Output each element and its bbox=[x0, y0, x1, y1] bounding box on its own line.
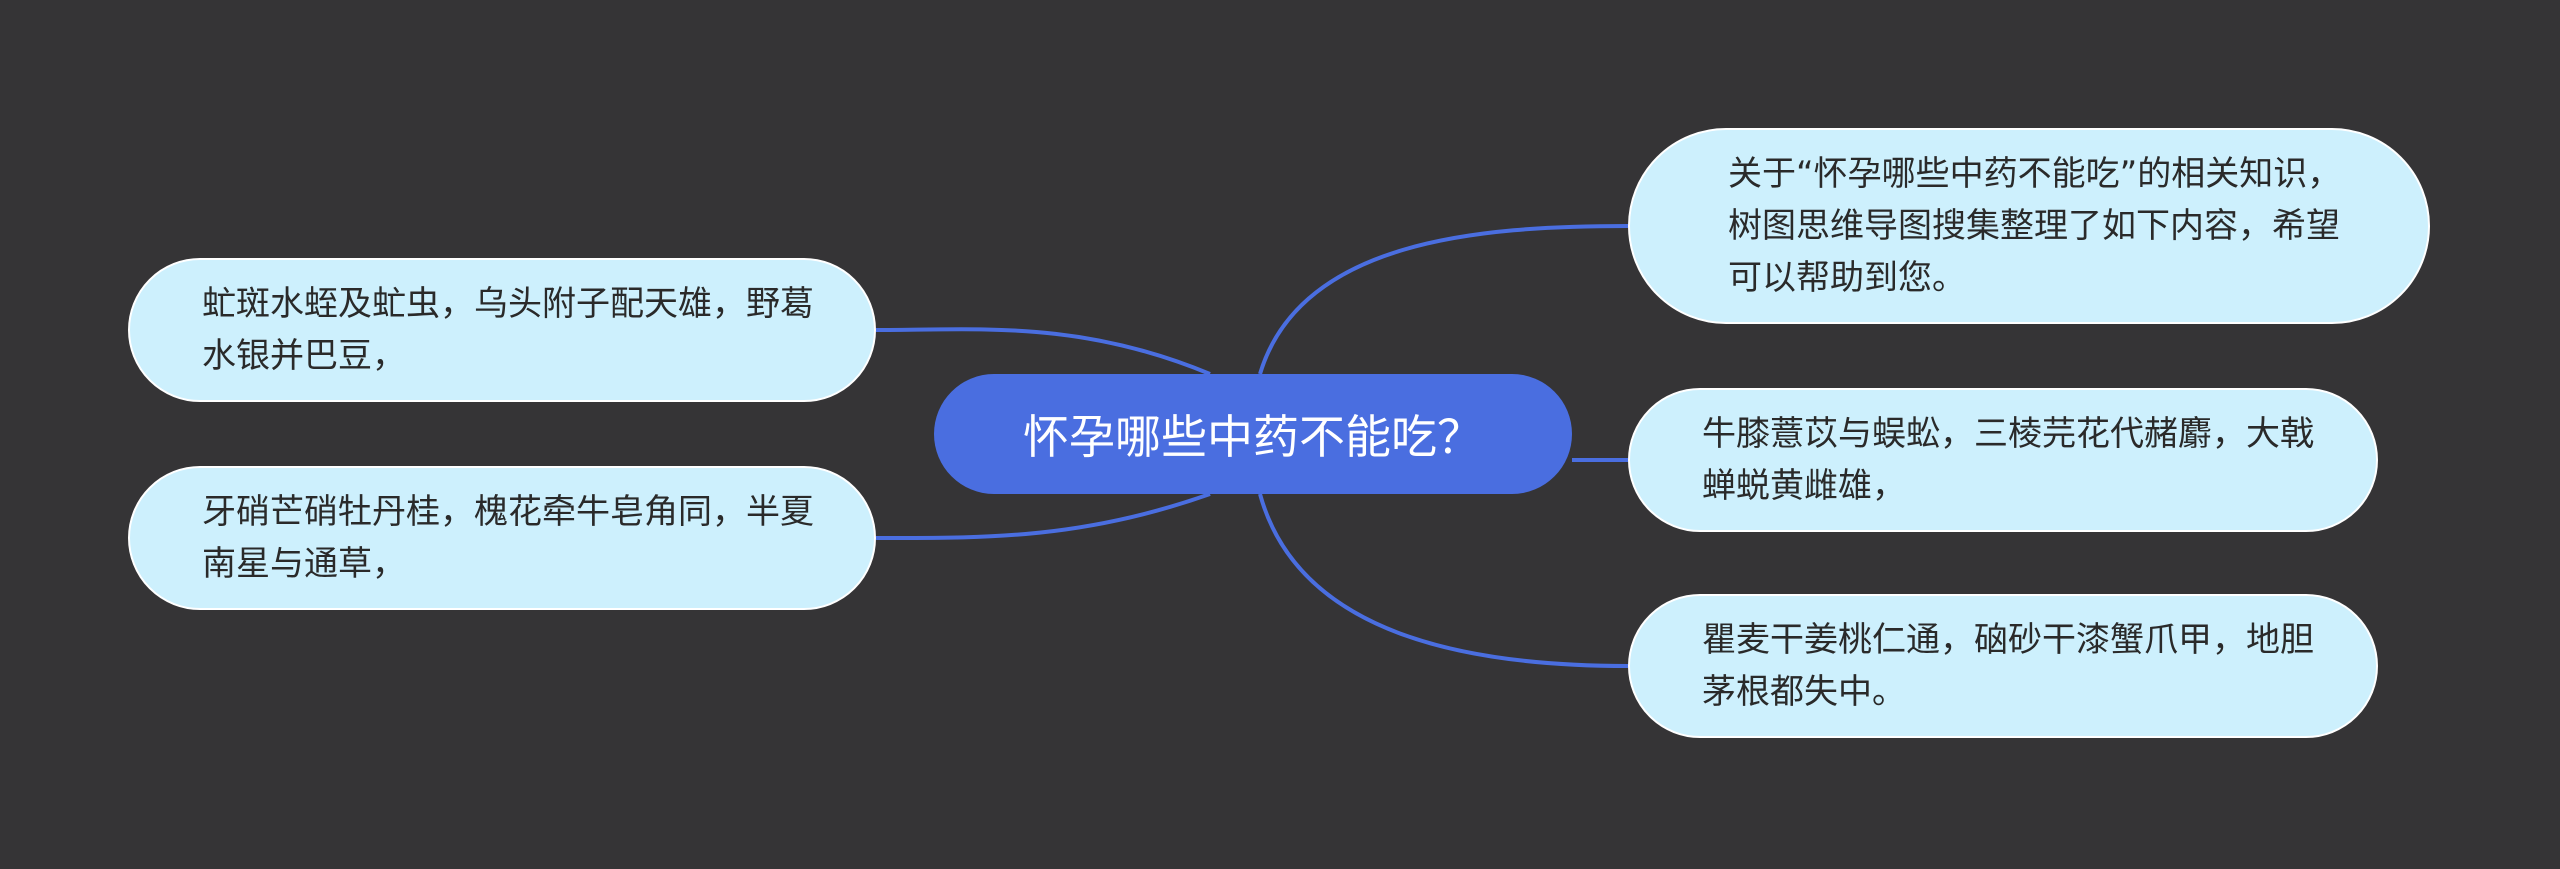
central-topic-label: 怀孕哪些中药不能吃？ bbox=[1023, 410, 1483, 464]
connector-left1 bbox=[875, 327, 1211, 376]
topic-node-right-3[interactable]: 瞿麦干姜桃仁通，硇砂干漆蟹爪甲，地胆茅根都失中。 bbox=[1628, 594, 2378, 738]
topic-node-right-1[interactable]: 关于“怀孕哪些中药不能吃”的相关知识，树图思维导图搜集整理了如下内容，希望可以帮… bbox=[1628, 128, 2430, 324]
topic-node-right-2[interactable]: 牛膝薏苡与蜈蚣，三棱芫花代赭麝，大戟蝉蜕黄雌雄， bbox=[1628, 388, 2378, 532]
topic-node-left-1[interactable]: 虻斑水蛭及虻虫，乌头附子配天雄，野葛水银并巴豆， bbox=[128, 258, 876, 402]
connector-left2 bbox=[875, 492, 1211, 541]
connector-right1 bbox=[1258, 224, 1629, 375]
topic-node-text: 虻斑水蛭及虻虫，乌头附子配天雄，野葛水银并巴豆， bbox=[202, 284, 814, 376]
central-topic[interactable]: 怀孕哪些中药不能吃？ bbox=[934, 374, 1572, 494]
topic-node-text: 关于“怀孕哪些中药不能吃”的相关知识，树图思维导图搜集整理了如下内容，希望可以帮… bbox=[1728, 154, 2342, 298]
topic-node-left-2[interactable]: 牙硝芒硝牡丹桂，槐花牵牛皂角同，半夏南星与通草， bbox=[128, 466, 876, 610]
topic-node-text: 牙硝芒硝牡丹桂，槐花牵牛皂角同，半夏南星与通草， bbox=[202, 492, 814, 584]
topic-node-text: 牛膝薏苡与蜈蚣，三棱芫花代赭麝，大戟蝉蜕黄雌雄， bbox=[1702, 414, 2314, 506]
topic-node-text: 瞿麦干姜桃仁通，硇砂干漆蟹爪甲，地胆茅根都失中。 bbox=[1702, 620, 2314, 712]
connector-right3 bbox=[1258, 493, 1629, 668]
